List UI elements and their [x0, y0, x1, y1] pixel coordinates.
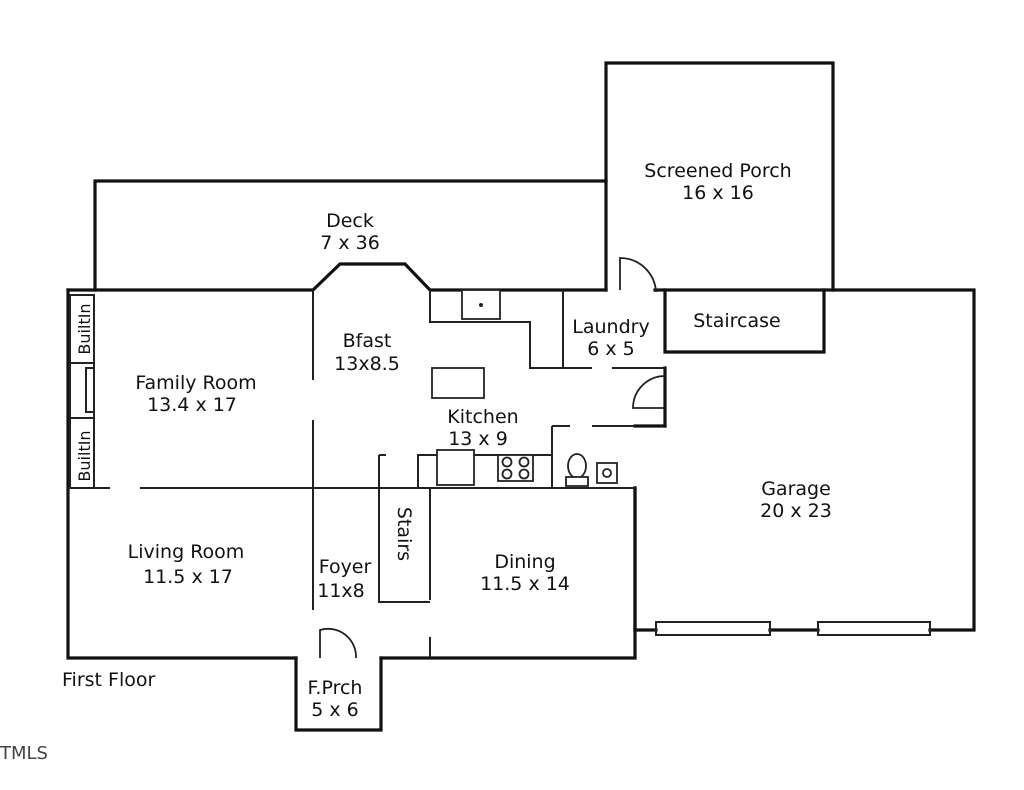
refrigerator	[436, 449, 475, 486]
deck-dims: 7 x 36	[320, 232, 380, 254]
foyer-name: Foyer	[319, 556, 372, 578]
garage-walls	[633, 288, 976, 636]
stairs-name: Stairs	[393, 507, 415, 561]
laundry-dims: 6 x 5	[587, 338, 635, 360]
front-door-swing	[319, 627, 357, 659]
garage-entry-door-swing	[632, 375, 666, 409]
toilet	[567, 453, 587, 479]
family-room-dims: 13.4 x 17	[147, 394, 237, 416]
laundry-name: Laundry	[572, 316, 649, 338]
laundry-door-swing	[619, 257, 657, 293]
screened-porch-walls	[604, 61, 835, 292]
builtin-label-upper: BuiltIn	[75, 303, 94, 354]
mls-watermark: TMLS	[0, 743, 48, 764]
screened-porch-dims: 16 x 16	[682, 182, 754, 204]
garage-door-right	[817, 621, 931, 636]
garage-door-left	[655, 621, 771, 636]
half-bath	[551, 425, 635, 488]
bfast-dims: 13x8.5	[334, 353, 400, 375]
front-porch-name: F.Prch	[308, 677, 363, 699]
screened-porch-name: Screened Porch	[644, 160, 791, 182]
bfast-name: Bfast	[343, 330, 392, 352]
dining-name: Dining	[494, 551, 555, 573]
interior-partitions	[68, 290, 635, 658]
dining-dims: 11.5 x 14	[480, 573, 570, 595]
kitchen-island	[431, 367, 485, 399]
builtins: BuiltIn BuiltIn	[69, 294, 95, 489]
front-porch-dims: 5 x 6	[311, 699, 359, 721]
builtin-label-lower: BuiltIn	[75, 430, 94, 481]
front-porch-walls	[294, 627, 383, 732]
floor-label: First Floor	[62, 669, 155, 691]
kitchen-name: Kitchen	[447, 406, 518, 428]
foyer-dims: 11x8	[317, 580, 365, 602]
family-room-name: Family Room	[135, 372, 256, 394]
living-room-dims: 11.5 x 17	[143, 566, 233, 588]
garage-dims: 20 x 23	[760, 500, 832, 522]
kitchen-dims: 13 x 9	[448, 428, 508, 450]
kitchen-counters	[417, 289, 563, 488]
staircase-walls	[663, 288, 826, 354]
deck-walls	[93, 179, 608, 292]
staircase-name: Staircase	[693, 310, 781, 332]
living-room-name: Living Room	[128, 541, 245, 563]
deck-name: Deck	[326, 210, 374, 232]
garage-name: Garage	[761, 478, 831, 500]
